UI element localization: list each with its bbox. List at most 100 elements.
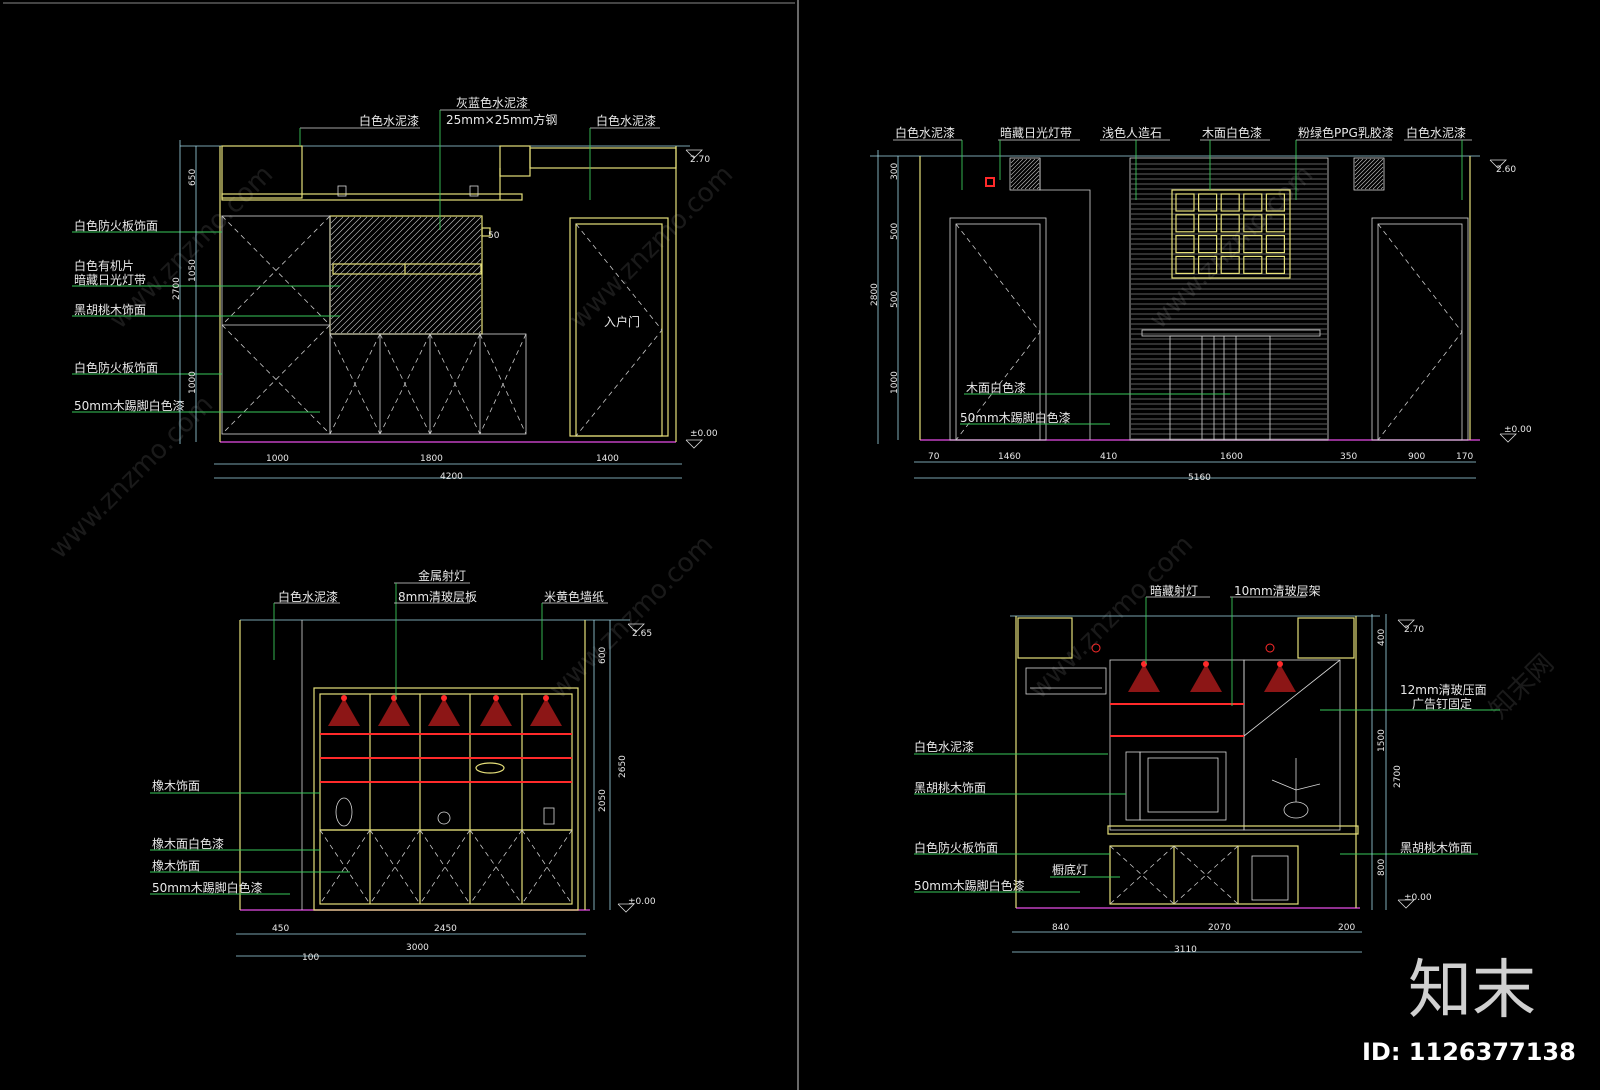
hatch-line (1376, 182, 1384, 190)
hatch-line (1372, 178, 1384, 190)
label-wood-skirting: 50mm木踢脚白色漆 (960, 410, 1071, 425)
hatch-line (1024, 174, 1040, 190)
glass-block (1220, 193, 1240, 212)
glass-block (1197, 214, 1218, 233)
spotlight-beam (1128, 664, 1160, 692)
hatch-line (472, 324, 482, 334)
hatch-line (1354, 158, 1384, 188)
hatch-line (1368, 174, 1384, 190)
hatch-line (330, 216, 404, 290)
dim-v: 600 (598, 647, 608, 664)
dim-h: 1000 (266, 454, 289, 464)
spotlight (1277, 661, 1283, 667)
label-black-walnut-veneer: 黑胡桃木饰面 (914, 780, 986, 795)
spotlight (493, 695, 499, 701)
hatch-line (424, 276, 482, 334)
hatch-line (330, 216, 350, 236)
door-diagonal (419, 829, 471, 905)
hatch-line (1010, 158, 1032, 180)
hatch-line (1010, 158, 1036, 184)
glass-block (1220, 214, 1240, 233)
hatch-line (340, 216, 458, 334)
hatch-line (330, 216, 380, 266)
dim-v: 2050 (598, 789, 608, 812)
label-oak-veneer: 橡木饰面 (152, 779, 200, 793)
hatch-line (330, 216, 422, 308)
hatch-line (1016, 166, 1040, 190)
hatch-line (330, 216, 344, 230)
elevation-bottom-left: 白色水泥漆 金属射灯 8mm清玻层板 米黄色墙纸 橡木饰面 橡木面白色漆 橡木饰… (150, 568, 656, 963)
level-ceiling: 2.65 (632, 629, 652, 639)
hatch-line (466, 318, 482, 334)
door-diagonal (319, 829, 371, 905)
hatch-line (330, 216, 428, 314)
hatch-line (400, 252, 482, 334)
spotlight-beam (1264, 664, 1296, 692)
label-entrance-door: 入户门 (604, 314, 640, 329)
label-clear-glass-shelf: 8mm清玻层板 (398, 590, 477, 604)
dim-h: 70 (928, 452, 940, 462)
hatch-line (430, 282, 482, 334)
glass-block (1243, 214, 1263, 233)
label-white-cement-paint: 白色水泥漆 (278, 589, 338, 604)
label-ad-nail-fixed: 广告钉固定 (1412, 696, 1472, 711)
dim-h: 900 (1408, 452, 1425, 462)
door-diagonal (521, 829, 573, 905)
label-white-fireproof-board: 白色防火板饰面 (914, 840, 998, 855)
hatch-line (1020, 170, 1040, 190)
glass-block (1197, 193, 1218, 212)
hatch-line (330, 216, 416, 302)
dim-v: 2800 (870, 283, 880, 306)
hatch-line (346, 216, 464, 334)
watermark-text: www.znzmo.com (1024, 530, 1199, 705)
hatch-line (460, 312, 482, 334)
hatch-line (448, 300, 482, 334)
hatch-line (436, 288, 482, 334)
label-square-steel: 25mm×25mm方钢 (446, 112, 557, 127)
label-white-cement-paint: 白色水泥漆 (895, 125, 955, 140)
hatch-line (412, 264, 482, 334)
hatch-line (376, 228, 482, 334)
elevation-bottom-right: 暗藏射灯 10mm清玻层架 12mm清玻压面 广告钉固定 白色水泥漆 黑胡桃木饰… (914, 583, 1500, 955)
dim-h: 2450 (434, 924, 457, 934)
hatch-line (330, 216, 386, 272)
dim-v: 500 (890, 223, 900, 240)
label-pink-green-latex: 粉绿色PPG乳胶漆 (1298, 125, 1394, 140)
hatch-line (370, 222, 482, 334)
label-wood-white-paint: 木面白色漆 (1202, 125, 1262, 140)
hatch-line (1010, 158, 1016, 164)
elevation-top-left: 入户门 白色水泥漆 灰蓝色水泥漆 25mm×25mm方钢 白色水泥漆 白色防火板… (72, 96, 718, 482)
label-black-walnut-veneer: 黑胡桃木饰面 (1400, 840, 1472, 855)
hatch-line (418, 270, 482, 334)
label-hidden-spotlight: 暗藏射灯 (1150, 583, 1198, 598)
glass-block (1220, 235, 1240, 254)
hatch-line (330, 216, 434, 320)
dim-h: 100 (302, 953, 319, 963)
dim-v: 1000 (890, 371, 900, 394)
glass-block (1197, 235, 1218, 254)
hatch-line (330, 216, 368, 254)
label-wood-white-paint: 木面白色漆 (966, 380, 1026, 395)
hatch-line (1356, 162, 1384, 190)
hatch-line (1354, 158, 1368, 172)
hatch-line (1010, 158, 1024, 172)
dim-h: 350 (1340, 452, 1357, 462)
hatch-line (1010, 158, 1028, 176)
dim-h: 1460 (998, 452, 1021, 462)
hatch-line (382, 234, 482, 334)
hatch-line (1354, 158, 1372, 176)
label-wood-skirting: 50mm木踢脚白色漆 (152, 880, 263, 895)
label-artificial-stone: 浅色人造石 (1102, 126, 1162, 140)
spotlight (1141, 661, 1147, 667)
label-glass-shelf: 10mm清玻层架 (1234, 584, 1321, 598)
label-white-cement-paint: 白色水泥漆 (596, 113, 656, 128)
spotlight (341, 695, 347, 701)
glass-block (1175, 214, 1195, 233)
label-hidden-fluorescent-strip: 暗藏日光灯带 (74, 272, 146, 287)
dim-h: 200 (1338, 923, 1355, 933)
door-diagonal (369, 829, 421, 905)
hatch-line (1380, 186, 1384, 190)
label-white-fireproof-board: 白色防火板饰面 (74, 218, 158, 233)
dim-h: 4200 (440, 472, 463, 482)
